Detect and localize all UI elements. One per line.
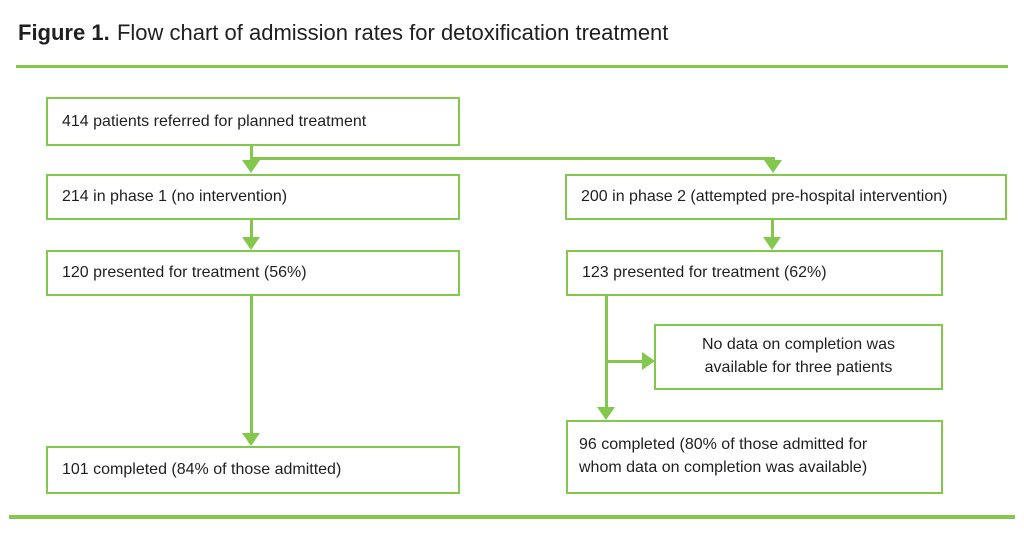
node-phase2-completed-line2: whom data on completion was available) [579, 459, 868, 476]
node-phase2-completed-text: 96 completed (80% of those admitted for … [579, 434, 867, 479]
node-phase2-completed-line1: 96 completed (80% of those admitted for [579, 436, 868, 454]
connector-phase2-presented-to-completed [605, 296, 608, 407]
connector-referred-stub [250, 146, 253, 158]
figure-number-label: Figure 1. [18, 20, 110, 45]
connector-phase1-presented-to-completed [250, 296, 253, 433]
node-phase1-completed: 101 completed (84% of those admitted) [46, 446, 460, 494]
node-phase2-presented-text: 123 presented for treatment (62%) [582, 264, 827, 281]
node-phase1-presented-text: 120 presented for treatment (56%) [62, 264, 307, 281]
node-phase2-completed: 96 completed (80% of those admitted for … [566, 420, 943, 494]
arrow-down-to-phase1-icon [242, 160, 260, 173]
node-phase1-completed-text: 101 completed (84% of those admitted) [62, 461, 342, 478]
arrow-down-to-phase2-completed-icon [597, 407, 615, 420]
node-no-data-line1: No data on completion was [702, 336, 895, 354]
node-phase1-presented: 120 presented for treatment (56%) [46, 250, 460, 296]
arrow-right-to-no-data-icon [642, 352, 655, 370]
figure-title: Figure 1.Flow chart of admission rates f… [18, 20, 668, 46]
node-phase1-text: 214 in phase 1 (no intervention) [62, 188, 288, 205]
connector-phase2-to-presented [771, 220, 774, 237]
node-no-data-text: No data on completion was available for … [702, 334, 895, 379]
arrow-down-to-phase2-icon [764, 160, 782, 173]
node-no-data: No data on completion was available for … [654, 324, 943, 390]
node-no-data-line2: available for three patients [704, 359, 893, 376]
node-referred: 414 patients referred for planned treatm… [46, 97, 460, 146]
connector-phase1-to-presented [250, 220, 253, 237]
node-phase2: 200 in phase 2 (attempted pre-hospital i… [565, 174, 1007, 220]
connector-branch-to-no-data [607, 360, 643, 363]
arrow-down-to-phase2-presented-icon [763, 237, 781, 250]
node-referred-text: 414 patients referred for planned treatm… [62, 112, 367, 130]
arrow-down-to-phase1-completed-icon [242, 433, 260, 446]
bottom-rule [9, 515, 1015, 519]
connector-split-horizontal [250, 157, 775, 160]
arrow-down-to-phase1-presented-icon [242, 237, 260, 250]
node-phase2-presented: 123 presented for treatment (62%) [566, 250, 943, 296]
node-phase2-text: 200 in phase 2 (attempted pre-hospital i… [581, 188, 948, 205]
top-rule [16, 65, 1008, 68]
figure-title-text: Flow chart of admission rates for detoxi… [116, 20, 669, 45]
node-phase1: 214 in phase 1 (no intervention) [46, 174, 460, 220]
